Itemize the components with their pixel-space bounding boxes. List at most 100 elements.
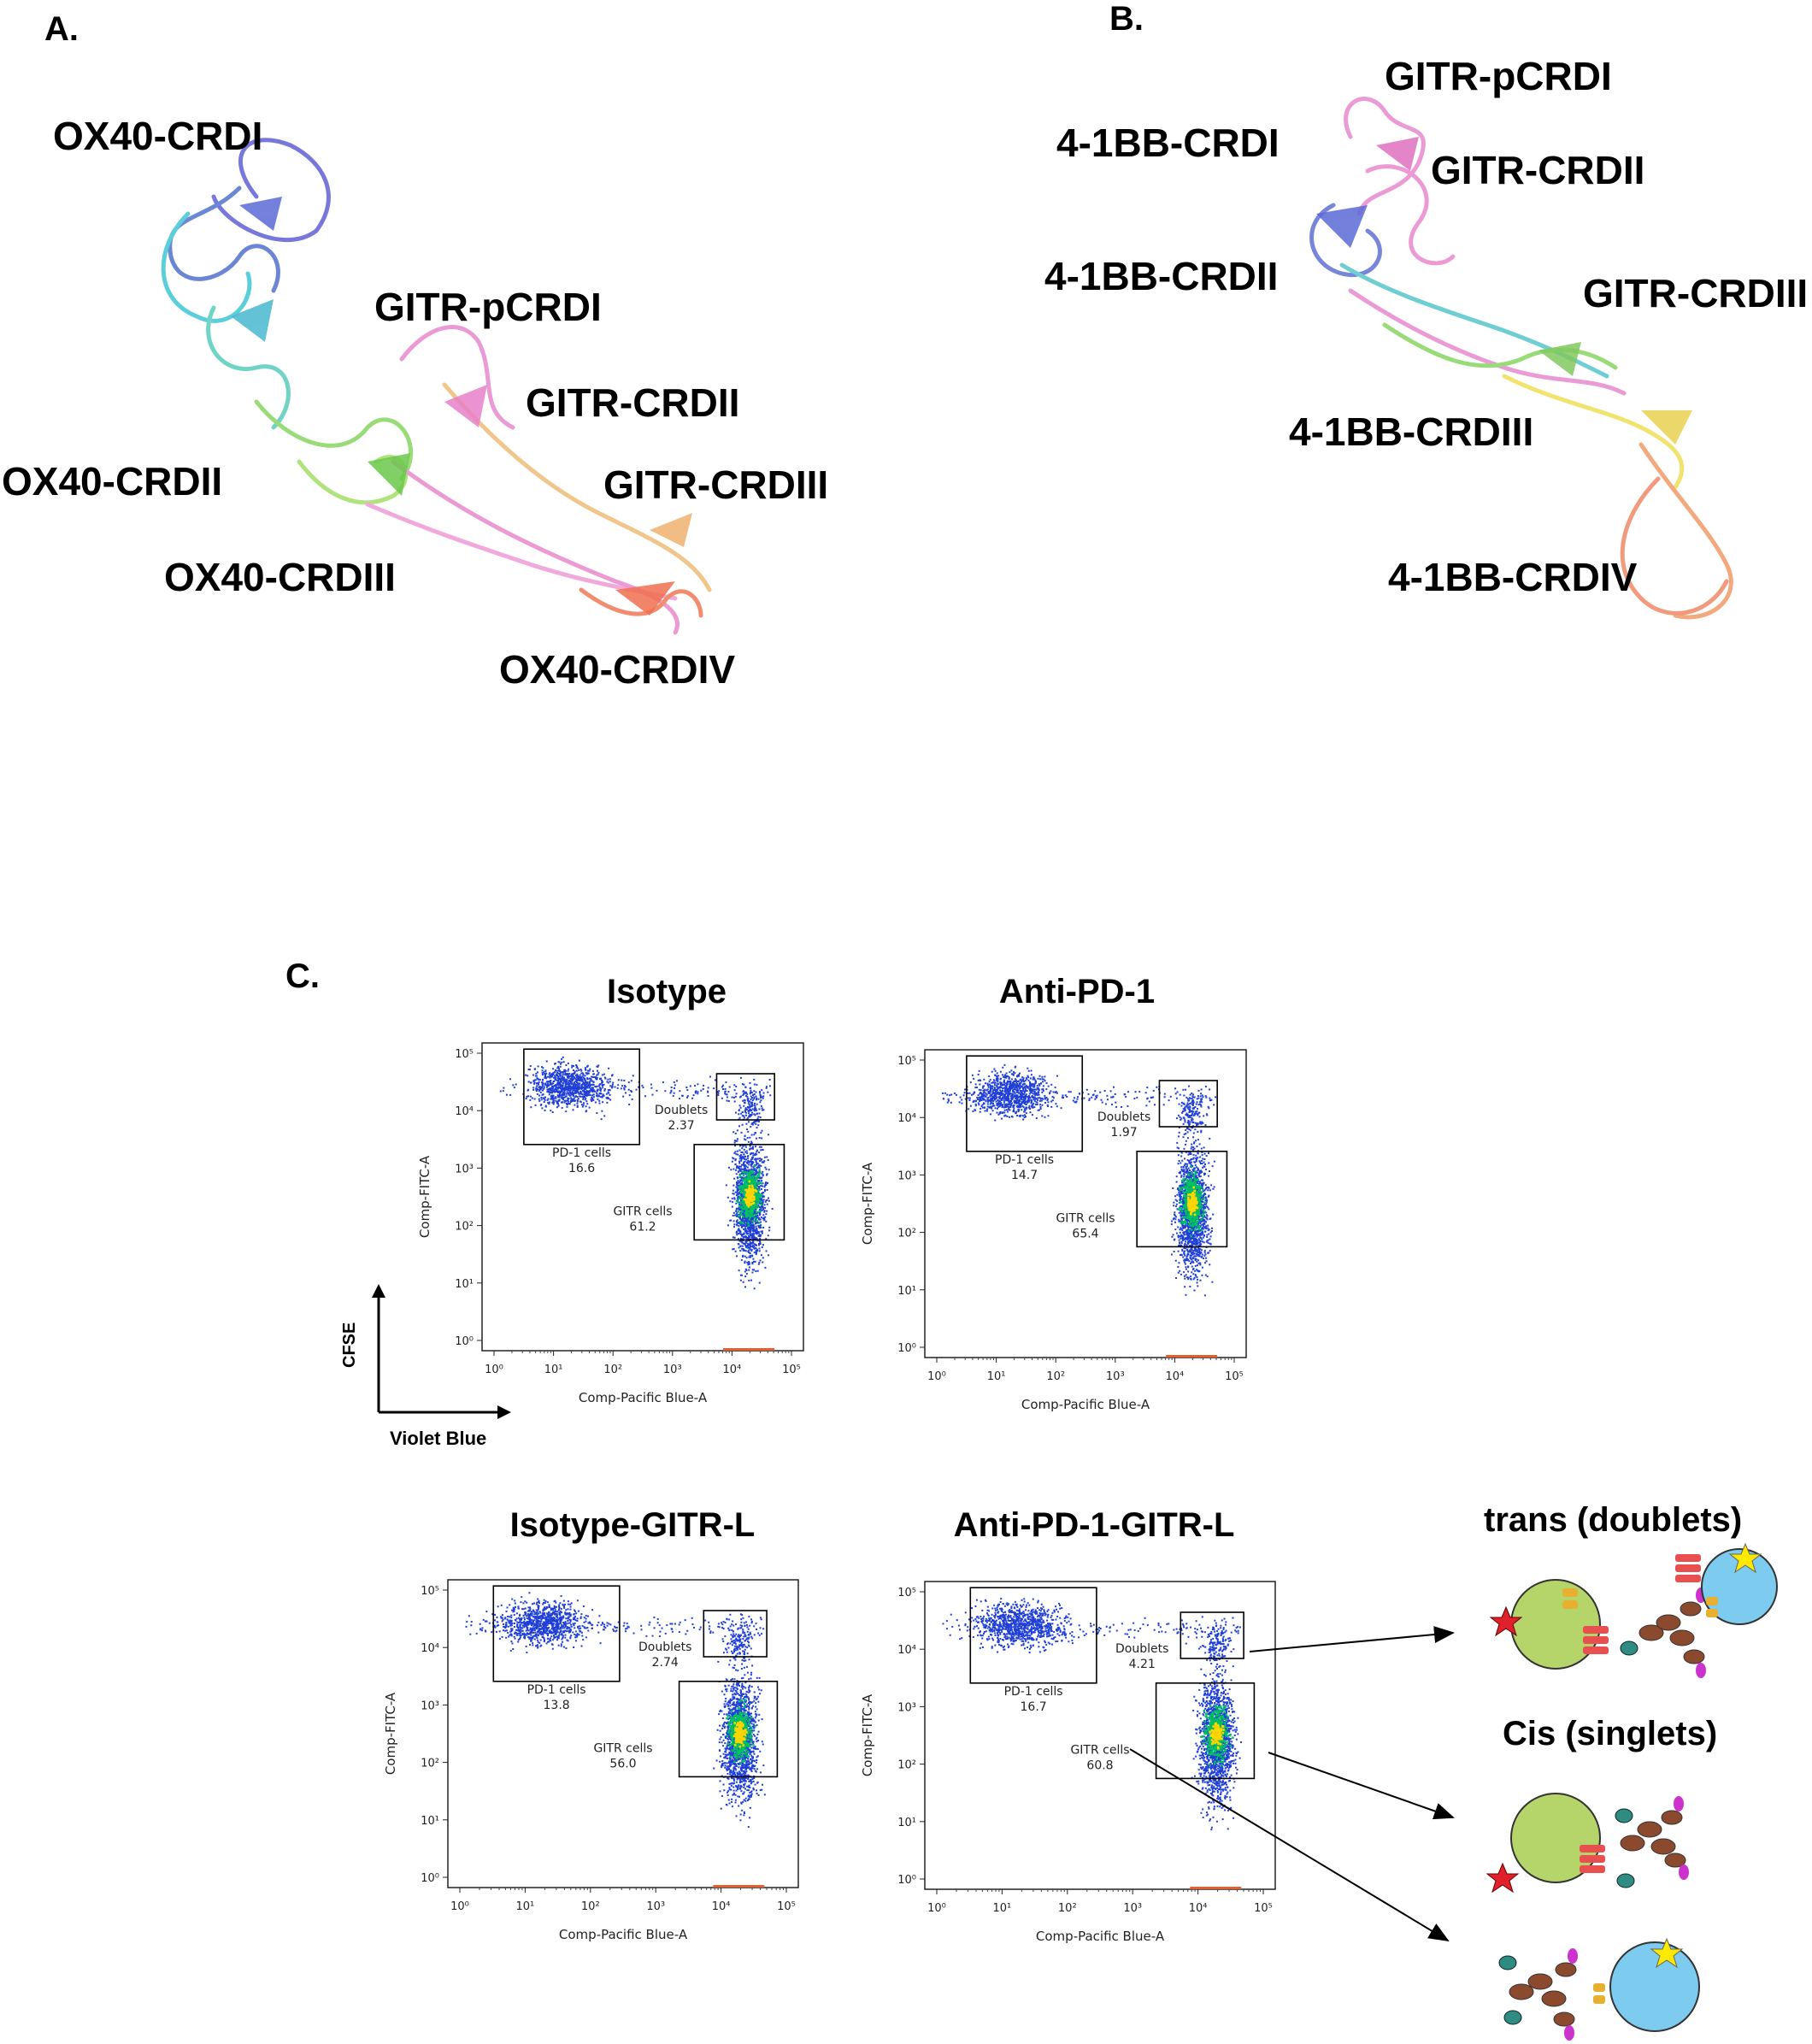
y-tick-label: 10³ bbox=[455, 1163, 474, 1175]
y-axis-label: Comp-FITC-A bbox=[860, 1694, 875, 1776]
gate-label-doublets: Doublets bbox=[1115, 1642, 1168, 1656]
x-tick-label: 10³ bbox=[1106, 1370, 1125, 1383]
label-gitr-crdiii: GITR-CRDIII bbox=[603, 462, 829, 507]
panel-c-letter: C. bbox=[285, 957, 320, 995]
label-gitr-pcrdi-b: GITR-pCRDI bbox=[1385, 54, 1612, 98]
x-axis-label: Comp-Pacific Blue-A bbox=[559, 1927, 688, 1942]
y-tick-label: 10⁵ bbox=[897, 1055, 916, 1068]
facs-plot-isotype: 10⁰10⁰10¹10¹10²10²10³10³10⁴10⁴10⁵10⁵Comp… bbox=[417, 1042, 804, 1405]
y-tick-label: 10⁴ bbox=[421, 1642, 439, 1655]
panel-b-letter: B. bbox=[1109, 0, 1144, 38]
x-axis-label: Comp-Pacific Blue-A bbox=[579, 1390, 708, 1405]
x-tick-label: 10⁵ bbox=[782, 1364, 801, 1376]
y-tick-label: 10² bbox=[421, 1758, 439, 1770]
y-tick-label: 10⁵ bbox=[455, 1048, 474, 1061]
x-tick-label: 10¹ bbox=[516, 1900, 535, 1913]
gate-value-gitr: 60.8 bbox=[1086, 1759, 1113, 1773]
x-tick-label: 10⁰ bbox=[927, 1902, 946, 1915]
gate-value-gitr: 65.4 bbox=[1072, 1228, 1098, 1241]
gate-label-doublets: Doublets bbox=[1097, 1110, 1150, 1124]
gate-label-pd1: PD-1 cells bbox=[1004, 1685, 1063, 1699]
gate-pd1[interactable] bbox=[492, 1585, 621, 1682]
x-axis-label: Comp-Pacific Blue-A bbox=[1021, 1397, 1150, 1412]
gate-pd1[interactable] bbox=[969, 1587, 1097, 1684]
gate-doublets[interactable] bbox=[1180, 1611, 1244, 1659]
cis-singlets-title: Cis (singlets) bbox=[1503, 1715, 1718, 1752]
x-tick-label: 10¹ bbox=[993, 1902, 1012, 1915]
gate-doublets[interactable] bbox=[1158, 1080, 1218, 1128]
x-tick-label: 10⁴ bbox=[1189, 1902, 1208, 1915]
gate-gitr[interactable] bbox=[678, 1681, 779, 1778]
panel-a-ribbon-structure bbox=[161, 138, 712, 635]
gate-label-pd1: PD-1 cells bbox=[552, 1146, 611, 1160]
y-tick-label: 10⁰ bbox=[897, 1342, 916, 1355]
gate-doublets[interactable] bbox=[703, 1610, 768, 1658]
y-tick-label: 10¹ bbox=[421, 1815, 439, 1828]
y-axis-label: Comp-FITC-A bbox=[860, 1162, 875, 1245]
y-tick-label: 10³ bbox=[421, 1699, 439, 1712]
label-gitr-crdiii-b: GITR-CRDIII bbox=[1583, 271, 1809, 315]
label-4-1bb-crdi: 4-1BB-CRDI bbox=[1056, 121, 1280, 165]
x-tick-label: 10⁴ bbox=[723, 1364, 742, 1376]
facs-plot-anti-pd1-gitrl: 10⁰10⁰10¹10¹10²10²10³10³10⁴10⁴10⁵10⁵Comp… bbox=[860, 1581, 1276, 1944]
x-tick-label: 10⁵ bbox=[1225, 1370, 1244, 1383]
gate-value-doublets: 1.97 bbox=[1111, 1126, 1138, 1140]
x-axis-label: Comp-Pacific Blue-A bbox=[1036, 1929, 1165, 1944]
x-tick-label: 10² bbox=[1046, 1370, 1065, 1383]
y-tick-label: 10⁰ bbox=[897, 1874, 916, 1887]
y-tick-label: 10⁵ bbox=[897, 1587, 916, 1599]
label-gitr-pcrdi: GITR-pCRDI bbox=[374, 285, 602, 329]
x-tick-label: 10¹ bbox=[987, 1370, 1006, 1383]
gate-label-pd1: PD-1 cells bbox=[527, 1683, 586, 1697]
gate-pd1[interactable] bbox=[523, 1048, 641, 1146]
gate-value-doublets: 2.37 bbox=[668, 1119, 695, 1133]
label-gitr-crdii: GITR-CRDII bbox=[526, 380, 740, 425]
facs-plot-isotype-gitrl: 10⁰10⁰10¹10¹10²10²10³10³10⁴10⁴10⁵10⁵Comp… bbox=[383, 1579, 799, 1942]
violet-blue-label: Violet Blue bbox=[390, 1428, 487, 1449]
gate-value-gitr: 56.0 bbox=[609, 1758, 636, 1771]
y-tick-label: 10⁴ bbox=[897, 1112, 916, 1125]
trans-cartoon bbox=[1489, 1542, 1778, 1678]
gate-doublets[interactable] bbox=[715, 1073, 775, 1121]
gate-value-pd1: 16.6 bbox=[568, 1162, 595, 1175]
event-dots bbox=[499, 1056, 774, 1290]
gate-label-gitr: GITR cells bbox=[1070, 1744, 1129, 1758]
x-tick-label: 10⁵ bbox=[777, 1900, 796, 1913]
y-tick-label: 10² bbox=[897, 1759, 916, 1772]
gate-label-gitr: GITR cells bbox=[593, 1742, 652, 1756]
label-4-1bb-crdiii: 4-1BB-CRDIII bbox=[1289, 409, 1534, 454]
trans-doublets-title: trans (doublets) bbox=[1484, 1501, 1743, 1539]
y-tick-label: 10⁵ bbox=[421, 1585, 439, 1598]
gate-gitr[interactable] bbox=[693, 1144, 785, 1241]
gate-value-pd1: 16.7 bbox=[1021, 1700, 1047, 1714]
gate-label-gitr: GITR cells bbox=[613, 1205, 672, 1219]
gate-label-gitr: GITR cells bbox=[1056, 1212, 1115, 1226]
event-dots bbox=[942, 1063, 1217, 1297]
x-tick-label: 10² bbox=[1058, 1902, 1077, 1915]
gate-value-pd1: 14.7 bbox=[1011, 1169, 1038, 1182]
cis-cartoon-pd1 bbox=[1485, 1793, 1689, 1894]
gate-label-pd1: PD-1 cells bbox=[995, 1153, 1054, 1167]
y-tick-label: 10⁰ bbox=[421, 1872, 439, 1885]
x-tick-label: 10¹ bbox=[544, 1364, 563, 1376]
trans-antibody bbox=[1620, 1587, 1706, 1678]
x-tick-label: 10³ bbox=[646, 1900, 665, 1913]
event-dots bbox=[465, 1592, 766, 1829]
gate-gitr[interactable] bbox=[1136, 1151, 1228, 1248]
y-tick-label: 10¹ bbox=[897, 1285, 916, 1298]
facs-plot-anti-pd1: 10⁰10⁰10¹10¹10²10²10³10³10⁴10⁴10⁵10⁵Comp… bbox=[860, 1049, 1247, 1412]
y-tick-label: 10¹ bbox=[897, 1817, 916, 1829]
y-tick-label: 10³ bbox=[897, 1701, 916, 1714]
x-tick-label: 10² bbox=[603, 1364, 622, 1376]
y-tick-label: 10⁴ bbox=[897, 1644, 916, 1657]
gate-label-doublets: Doublets bbox=[655, 1104, 708, 1117]
y-axis-label: Comp-FITC-A bbox=[417, 1155, 432, 1238]
plot-title-anti-pd1-gitrl: Anti-PD-1-GITR-L bbox=[953, 1506, 1235, 1544]
gate-pd1[interactable] bbox=[966, 1055, 1084, 1152]
y-axis-label: Comp-FITC-A bbox=[383, 1692, 398, 1775]
gate-gitr[interactable] bbox=[1155, 1682, 1256, 1780]
label-ox40-crdiii: OX40-CRDIII bbox=[164, 555, 396, 599]
plot-title-anti-pd1: Anti-PD-1 bbox=[998, 973, 1156, 1010]
plot-title-isotype: Isotype bbox=[606, 973, 727, 1010]
